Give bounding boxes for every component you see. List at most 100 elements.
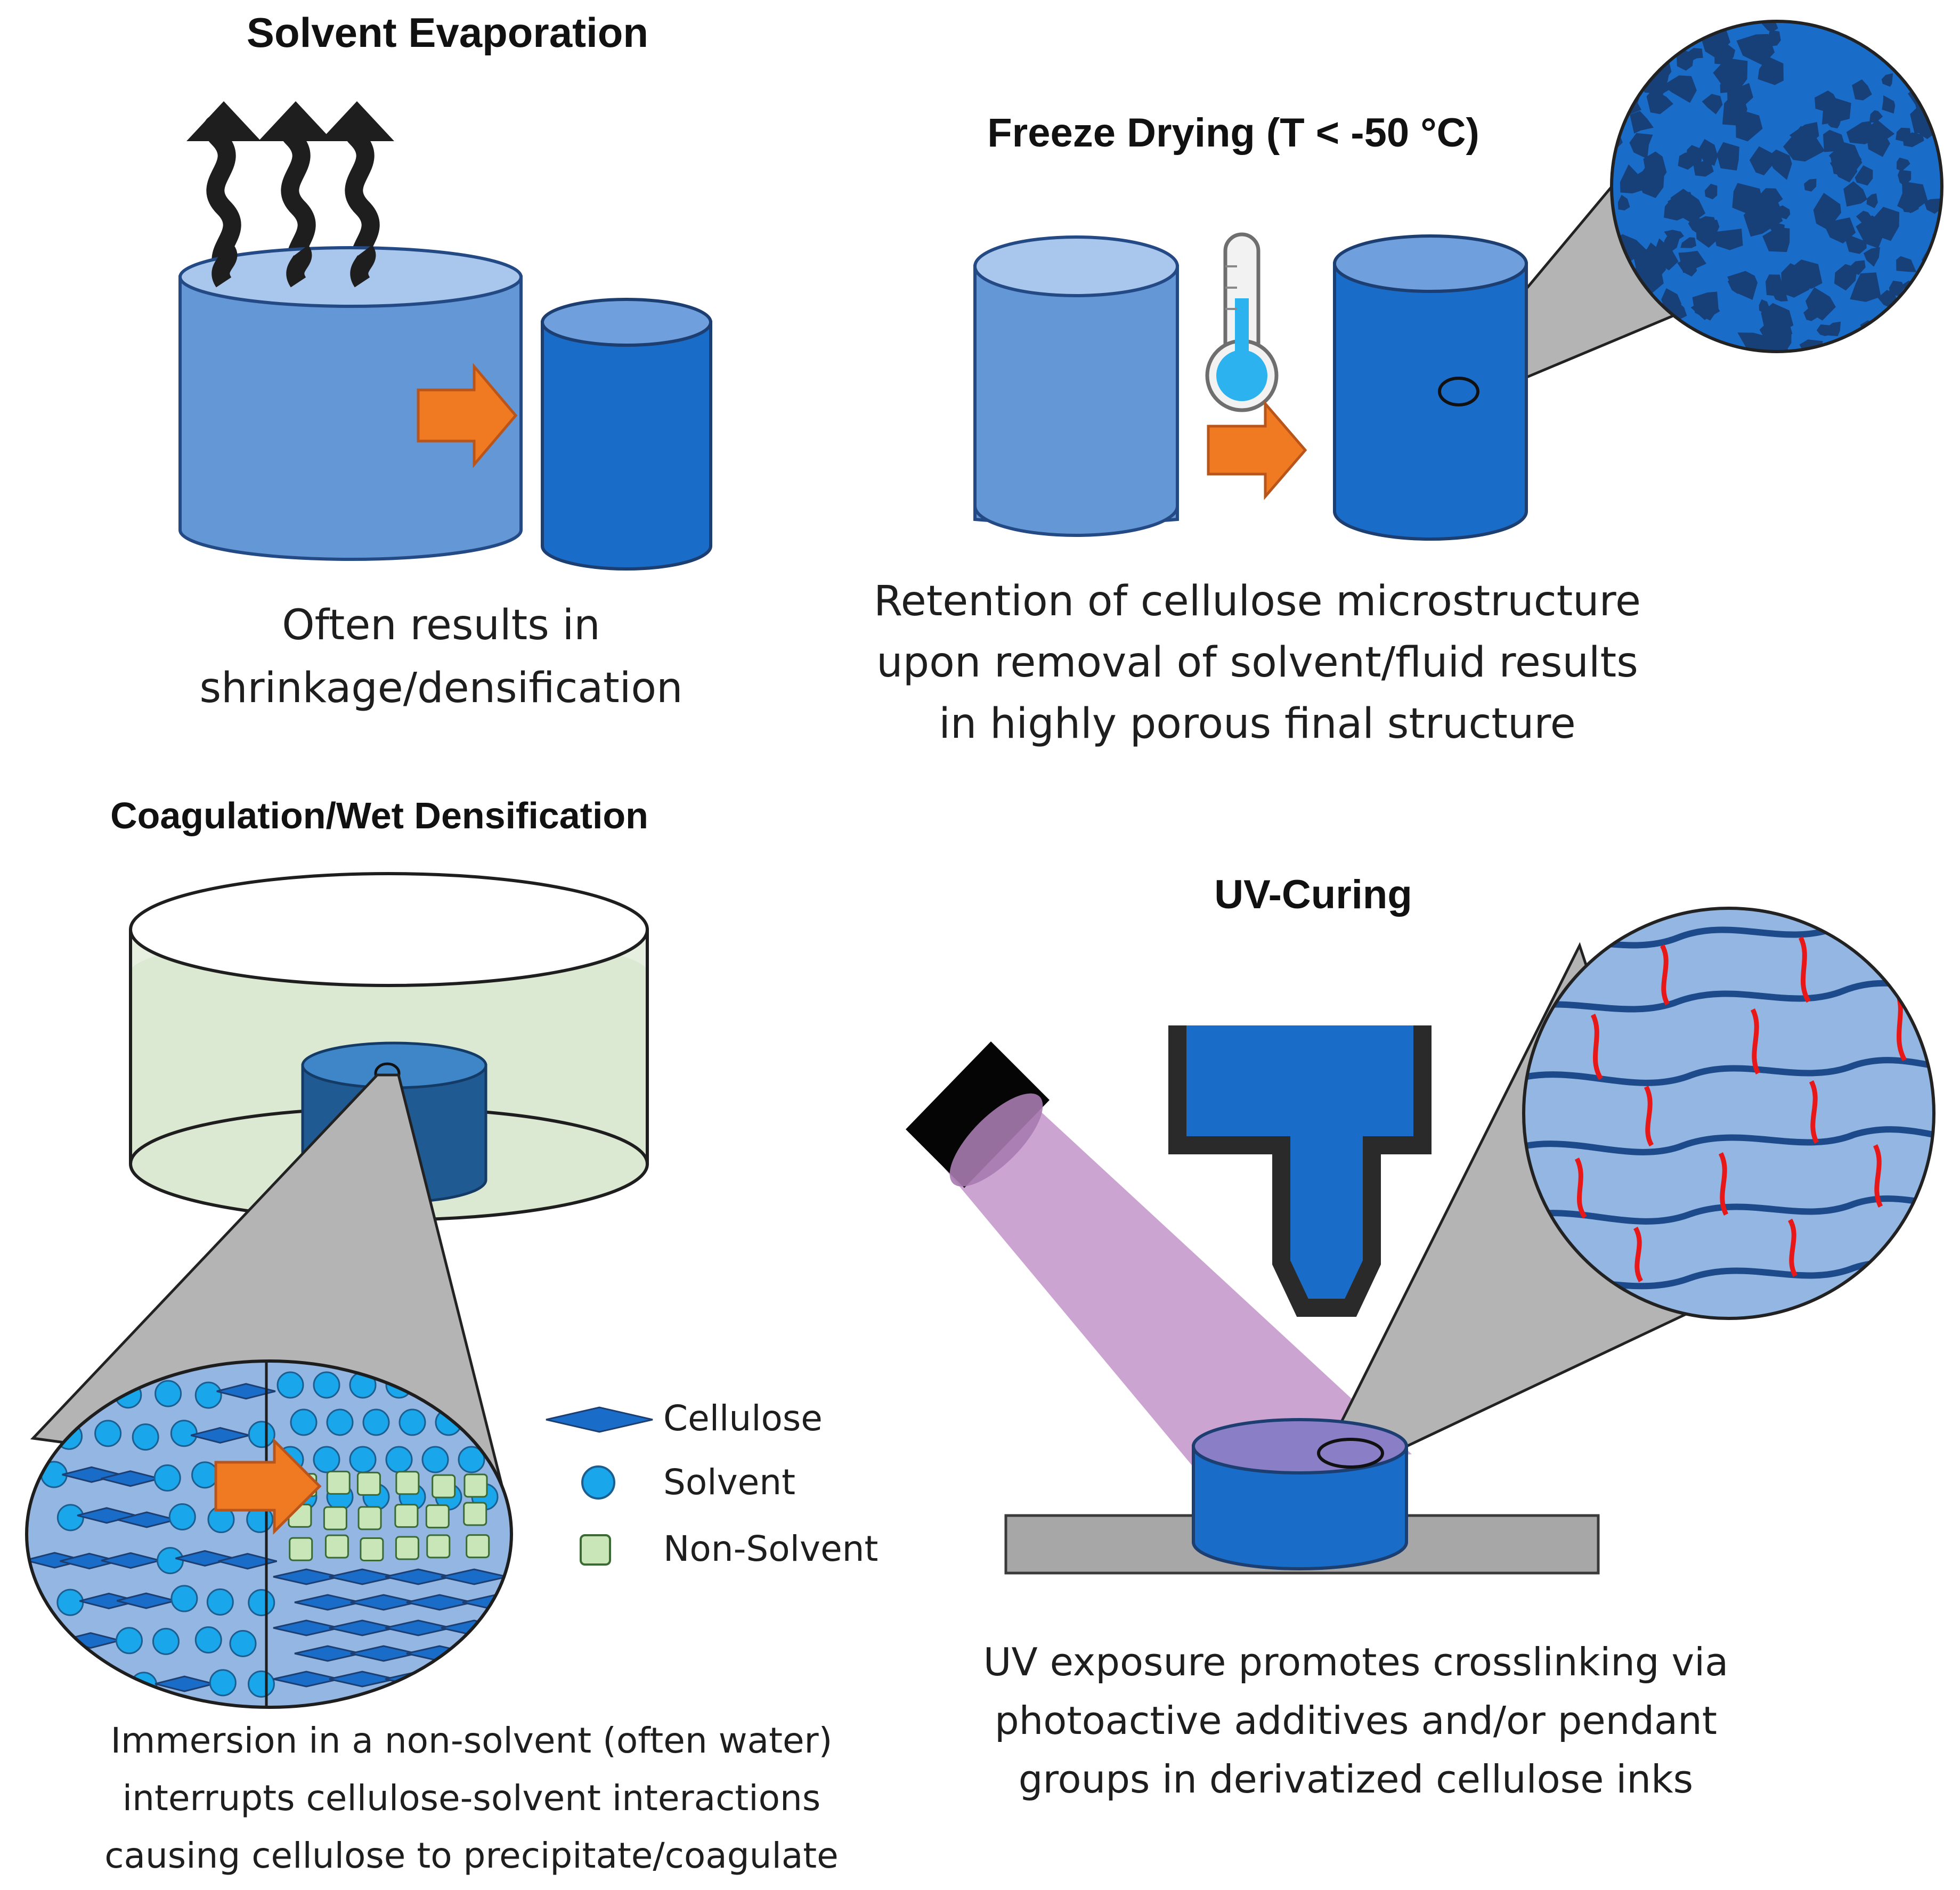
pore-shape (1759, 318, 1789, 340)
coagulation-title: Coagulation/Wet Densification (110, 795, 648, 836)
pore-shape (1768, 339, 1790, 352)
pore-shape (1623, 178, 1636, 193)
pore-shape (1906, 67, 1924, 86)
printed-part-icon (1192, 1418, 1408, 1570)
pore-shape (1899, 50, 1924, 76)
pore-shape (1881, 73, 1893, 87)
non-solvent-particle (324, 1534, 349, 1559)
solvent-particle (39, 1631, 67, 1658)
pore-shape (1727, 83, 1753, 108)
solvent-evaporation-title: Solvent Evaporation (247, 9, 648, 56)
pore-shape (1869, 110, 1883, 123)
pore-shape (1889, 280, 1905, 296)
pore-shape (1630, 111, 1654, 134)
solvent-particle (191, 1461, 219, 1489)
pore-shape (1758, 56, 1784, 85)
solvent-particle (157, 1547, 184, 1575)
solvent-particle (398, 1408, 426, 1436)
non-solvent-particle (323, 1506, 347, 1530)
solvent-particle (54, 1672, 82, 1699)
solvent-particle (56, 1588, 84, 1616)
solvent-particle (115, 1627, 143, 1655)
pore-shape (1696, 226, 1720, 248)
freeze-drying-caption-3: in highly porous final structure (939, 700, 1576, 748)
pore-shape (1815, 90, 1840, 112)
solvent-particle (206, 1588, 234, 1616)
pore-shape (1664, 230, 1684, 242)
solvent-particle (349, 1446, 377, 1473)
solvent-particle (95, 1671, 123, 1699)
pore-shape (1637, 21, 1654, 34)
porous-cylinder-icon (1333, 234, 1528, 541)
pore-shape (1813, 193, 1841, 230)
pore-shape (1781, 263, 1809, 298)
solvent-particle (168, 1503, 196, 1531)
pore-shape (1727, 271, 1758, 300)
vapor-arrows-icon (186, 101, 394, 284)
coagulation-caption-1: Immersion in a non-solvent (often water) (111, 1720, 833, 1761)
panel-freeze-drying: Freeze Drying (T < -50 °C) (874, 20, 1943, 748)
pore-shape (1614, 51, 1636, 74)
pore-shape (1933, 81, 1942, 102)
non-solvent-particle (466, 1534, 490, 1559)
solvent-particle (132, 1423, 159, 1451)
pore-shape (1678, 151, 1698, 170)
solvent-particle (385, 1446, 413, 1473)
pore-shape (1913, 279, 1934, 298)
pore-shape (1852, 79, 1872, 101)
solvent-particle (194, 1381, 222, 1409)
non-solvent-particle (394, 1504, 419, 1528)
solvent-particle (362, 1408, 390, 1436)
pore-shape (1697, 139, 1718, 166)
solvent-particle (313, 1446, 340, 1473)
pore-shape (1749, 146, 1777, 176)
pore-shape (1816, 324, 1832, 336)
panel-uv-curing: UV-Curing (906, 872, 1935, 1802)
solvent-particle (209, 1669, 237, 1697)
pore-shape (1850, 272, 1881, 302)
solvent-particle (153, 1464, 181, 1492)
panel-coagulation: Coagulation/Wet Densification (25, 795, 878, 1876)
pore-shape (1866, 343, 1878, 352)
solvent-particle (458, 1446, 485, 1473)
pore-shape (1898, 169, 1912, 186)
pore-shape (1713, 58, 1748, 92)
cellulose-particle (218, 1553, 277, 1570)
pore-shape (1612, 66, 1628, 84)
pore-shape (1827, 119, 1841, 128)
non-solvent-particle (425, 1504, 450, 1529)
pore-shape (1678, 250, 1706, 273)
pore-shape (1828, 321, 1841, 336)
pore-shape (1629, 133, 1653, 159)
solvent-particle (170, 1420, 198, 1447)
vapor-stems-front (212, 245, 376, 288)
non-solvent-particle (360, 1537, 384, 1561)
legend-non-solvent-label: Non-Solvent (663, 1528, 878, 1569)
porous-microstructure-circle (1610, 20, 1943, 353)
pore-shape (1632, 38, 1647, 52)
thermometer-icon (1205, 232, 1279, 412)
pore-shape (1804, 178, 1817, 192)
pore-shape (1612, 21, 1639, 46)
cellulose-particle (216, 1383, 276, 1400)
pore-shape (1825, 217, 1856, 243)
pore-shape (1866, 193, 1878, 208)
pore-shape (1856, 330, 1882, 350)
uv-curing-title: UV-Curing (1214, 872, 1412, 917)
pore-shape (1863, 247, 1880, 267)
pore-shape (1626, 28, 1657, 53)
pore-shape (1917, 309, 1942, 338)
pore-shape (1755, 44, 1769, 59)
non-solvent-particle (395, 1536, 419, 1560)
pore-shape (1906, 21, 1930, 42)
non-solvent-particle (356, 1471, 381, 1496)
pore-shape (1717, 142, 1739, 171)
pore-shape (1743, 200, 1783, 237)
cellulose-particle (462, 1645, 511, 1662)
solvent-particle (248, 1421, 275, 1448)
pore-shape (1633, 247, 1666, 278)
non-solvent-particle (463, 1473, 488, 1498)
pore-shape (1902, 132, 1924, 148)
freeze-drying-caption-2: upon removal of solvent/fluid results (876, 639, 1638, 687)
pore-shape (1714, 229, 1743, 250)
